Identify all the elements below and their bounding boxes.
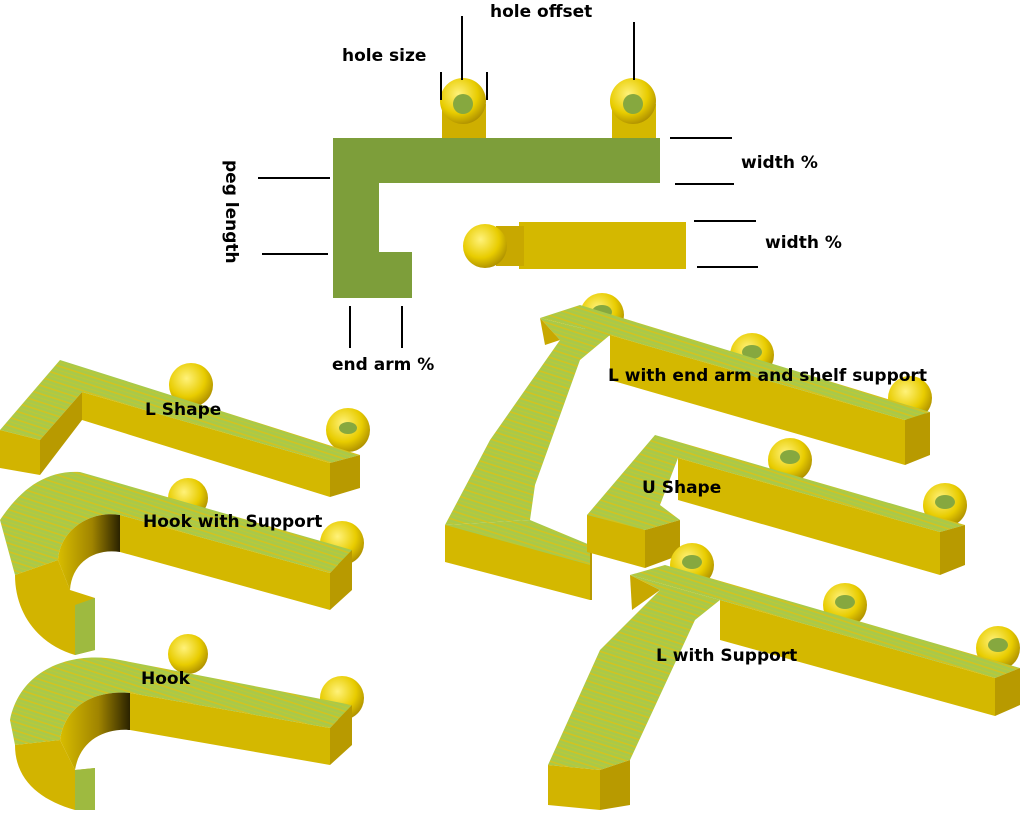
- label-u-shape: U Shape: [642, 478, 721, 498]
- top-knob-right: [610, 78, 656, 138]
- label-l-with-support: L with Support: [656, 646, 797, 666]
- label-width-side: width %: [765, 233, 842, 253]
- label-l-end-arm-shelf: L with end arm and shelf support: [608, 366, 927, 386]
- l-with-support-model: [548, 543, 1020, 810]
- label-width-top: width %: [741, 153, 818, 173]
- hook-with-support-model: [0, 471, 364, 655]
- top-knob-left: [440, 78, 486, 138]
- u-shape-model: [587, 435, 967, 575]
- label-peg-length: peg length: [221, 160, 241, 264]
- l-end-arm-shelf-support-model: [445, 293, 932, 600]
- label-end-arm: end arm %: [332, 355, 434, 375]
- label-hook: Hook: [141, 669, 191, 689]
- dimension-diagram: hole offset hole size width % width % pe…: [221, 2, 842, 375]
- l-peg-top-view: [333, 138, 660, 298]
- label-l-shape: L Shape: [145, 400, 221, 420]
- side-view-peg: [463, 222, 686, 269]
- hook-model: [10, 634, 364, 810]
- label-hole-offset: hole offset: [490, 2, 592, 22]
- l-shape-model: [0, 360, 370, 497]
- label-hole-size: hole size: [342, 46, 426, 66]
- label-hook-with-support: Hook with Support: [143, 512, 322, 532]
